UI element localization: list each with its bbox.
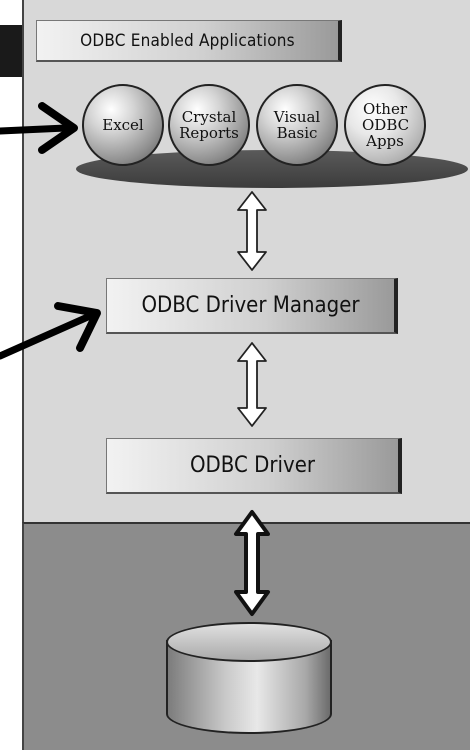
odbc-driver-box: ODBC Driver	[106, 438, 402, 494]
database-cylinder-top	[166, 622, 332, 662]
app-sphere-visual-basic: Visual Basic	[256, 84, 338, 166]
corner-block	[0, 25, 22, 77]
pointer-arrow-to-driver-manager-icon	[0, 302, 101, 360]
odbc-enabled-applications-label: ODBC Enabled Applications	[36, 20, 342, 62]
pointer-arrow-to-applications-icon	[0, 102, 78, 154]
app-label-visual-basic: Visual Basic	[273, 108, 321, 142]
app-sphere-excel: Excel	[82, 84, 164, 166]
odbc-driver-text: ODBC Driver	[189, 453, 316, 478]
odbc-enabled-applications-text: ODBC Enabled Applications	[80, 30, 295, 51]
app-sphere-crystal-reports: Crystal Reports	[168, 84, 250, 166]
app-label-excel: Excel	[102, 116, 144, 134]
app-label-crystal-reports: Crystal Reports	[179, 108, 239, 142]
double-arrow-manager-to-driver-icon	[237, 342, 267, 427]
double-arrow-driver-to-database-icon	[234, 510, 270, 616]
odbc-driver-manager-text: ODBC Driver Manager	[141, 293, 360, 318]
app-sphere-other-odbc-apps: Other ODBC Apps	[344, 84, 426, 166]
app-label-other-odbc-apps: Other ODBC Apps	[362, 100, 410, 150]
odbc-driver-manager-box: ODBC Driver Manager	[106, 278, 398, 334]
double-arrow-apps-to-manager-icon	[237, 191, 267, 271]
